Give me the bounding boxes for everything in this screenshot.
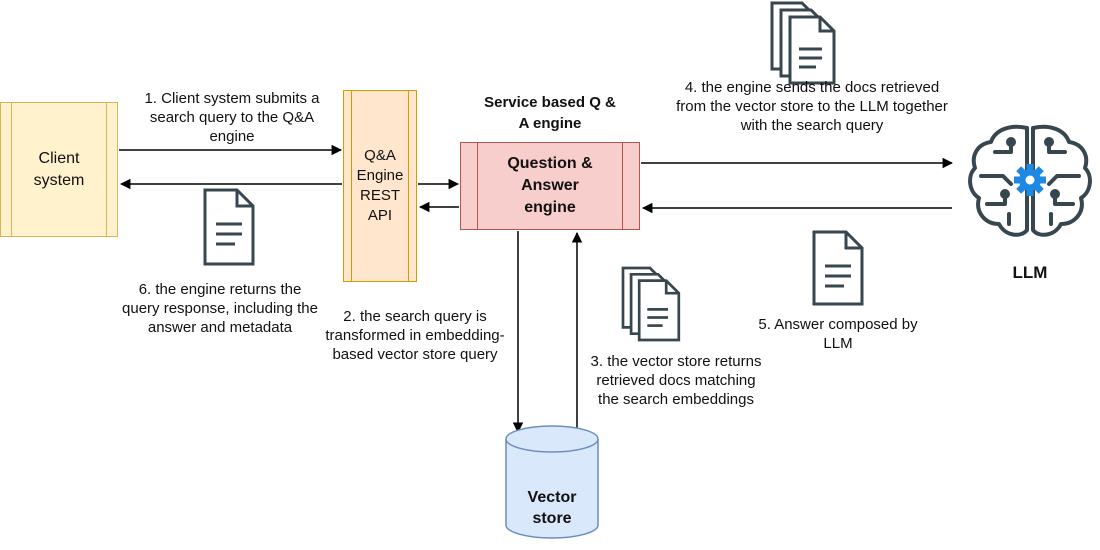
step-1-label: 1. Client system submits a search query … xyxy=(144,90,320,145)
brain-gear-icon xyxy=(968,124,1092,237)
step-4-label: 4. the engine sends the docs retrieved f… xyxy=(676,79,948,134)
vector-store-node: Vector store xyxy=(504,425,600,540)
client-system-label: Client system xyxy=(33,149,85,189)
client-system-node: Client system xyxy=(0,102,118,237)
vector-store-label: Vector store xyxy=(527,489,577,527)
step-5-label: 5. Answer composed by LLM xyxy=(758,316,918,352)
database-cylinder-icon xyxy=(505,425,599,539)
qa-engine-label: Question & Answer engine xyxy=(507,155,593,216)
service-title: Service based Q & A engine xyxy=(484,94,616,132)
qa-rest-api-node: Q&A Engine REST API xyxy=(343,90,417,282)
llm-label: LLM xyxy=(1012,263,1048,282)
qa-engine-node: Question & Answer engine xyxy=(460,142,640,230)
document-stack-icon xyxy=(770,1,836,85)
document-icon xyxy=(812,230,864,306)
qa-rest-api-label: Q&A Engine REST API xyxy=(356,147,404,224)
document-icon xyxy=(203,188,255,266)
step-6-label: 6. the engine returns the query response… xyxy=(122,281,318,336)
document-stack-icon xyxy=(621,266,681,342)
step-2-label: 2. the search query is transformed in em… xyxy=(325,308,505,363)
step-3-label: 3. the vector store returns retrieved do… xyxy=(590,353,762,408)
